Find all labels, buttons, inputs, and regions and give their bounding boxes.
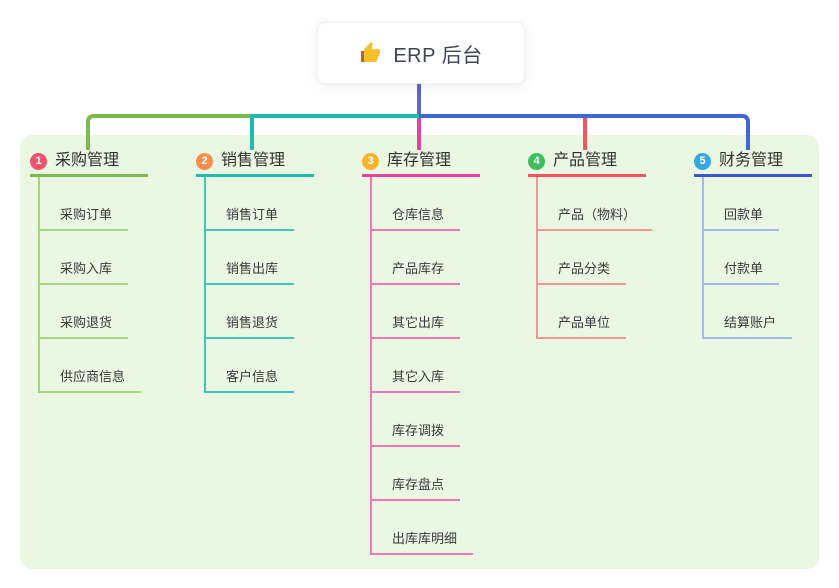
child-label: 其它入库	[372, 369, 461, 393]
child-label: 付款单	[704, 261, 780, 285]
branch-sales: 2 销售管理 销售订单 销售出库 销售退货 客户信息	[196, 150, 314, 393]
child-label: 其它出库	[372, 315, 461, 339]
child-node[interactable]: 库存调拨	[372, 393, 480, 447]
child-label: 采购入库	[40, 261, 129, 285]
child-node[interactable]: 其它入库	[372, 339, 480, 393]
branch-title-inventory[interactable]: 3 库存管理	[362, 150, 480, 177]
branch-purchase: 1 采购管理 采购订单 采购入库 采购退货 供应商信息	[30, 150, 148, 393]
child-label: 库存盘点	[372, 477, 461, 501]
branch-children: 产品（物料） 产品分类 产品单位	[536, 177, 653, 339]
child-node[interactable]: 出库库明细	[372, 501, 480, 555]
root-node[interactable]: ERP 后台	[317, 22, 525, 84]
child-node[interactable]: 结算账户	[704, 285, 812, 339]
child-node[interactable]: 客户信息	[206, 339, 314, 393]
child-label: 产品库存	[372, 261, 461, 285]
child-label: 出库库明细	[372, 531, 474, 555]
branch-number-badge: 5	[694, 152, 711, 170]
child-node[interactable]: 销售退货	[206, 285, 314, 339]
branch-title-finance[interactable]: 5 财务管理	[694, 150, 812, 177]
child-label: 库存调拨	[372, 423, 461, 447]
child-node[interactable]: 采购订单	[40, 177, 148, 231]
branch-title-label: 库存管理	[387, 152, 452, 169]
branch-title-label: 产品管理	[553, 152, 618, 169]
branch-number-badge: 1	[30, 152, 47, 170]
child-label: 仓库信息	[372, 207, 461, 231]
child-node[interactable]: 采购退货	[40, 285, 148, 339]
child-node[interactable]: 回款单	[704, 177, 812, 231]
child-node[interactable]: 仓库信息	[372, 177, 480, 231]
branch-children: 采购订单 采购入库 采购退货 供应商信息	[38, 177, 148, 393]
branches-panel	[20, 135, 819, 569]
child-node[interactable]: 付款单	[704, 231, 812, 285]
branch-inventory: 3 库存管理 仓库信息 产品库存 其它出库 其它入库 库存调拨 库存盘点 出库库…	[362, 150, 480, 555]
child-node[interactable]: 采购入库	[40, 231, 148, 285]
child-label: 回款单	[704, 207, 780, 231]
thumbs-up-icon	[361, 42, 381, 62]
child-label: 产品（物料）	[538, 207, 653, 231]
child-node[interactable]: 产品单位	[538, 285, 652, 339]
child-label: 产品分类	[538, 261, 627, 285]
child-label: 供应商信息	[40, 369, 142, 393]
child-label: 采购退货	[40, 315, 129, 339]
child-node[interactable]: 库存盘点	[372, 447, 480, 501]
branch-title-sales[interactable]: 2 销售管理	[196, 150, 314, 177]
child-label: 客户信息	[206, 369, 295, 393]
branch-children: 销售订单 销售出库 销售退货 客户信息	[204, 177, 314, 393]
branch-title-product[interactable]: 4 产品管理	[528, 150, 646, 177]
root-title: ERP 后台	[393, 44, 483, 67]
branch-product: 4 产品管理 产品（物料） 产品分类 产品单位	[528, 150, 653, 339]
child-node[interactable]: 销售出库	[206, 231, 314, 285]
branch-title-label: 销售管理	[221, 152, 286, 169]
child-label: 产品单位	[538, 315, 627, 339]
child-label: 销售出库	[206, 261, 295, 285]
child-label: 结算账户	[704, 315, 793, 339]
branch-children: 回款单 付款单 结算账户	[702, 177, 812, 339]
branch-number-badge: 2	[196, 152, 213, 170]
child-node[interactable]: 销售订单	[206, 177, 314, 231]
child-node[interactable]: 产品（物料）	[538, 177, 653, 231]
child-node[interactable]: 产品分类	[538, 231, 652, 285]
child-node[interactable]: 其它出库	[372, 285, 480, 339]
branch-finance: 5 财务管理 回款单 付款单 结算账户	[694, 150, 812, 339]
branch-title-label: 财务管理	[719, 152, 784, 169]
child-label: 销售订单	[206, 207, 295, 231]
branch-title-purchase[interactable]: 1 采购管理	[30, 150, 148, 177]
child-node[interactable]: 产品库存	[372, 231, 480, 285]
branch-number-badge: 4	[528, 152, 545, 170]
branch-number-badge: 3	[362, 152, 379, 170]
child-node[interactable]: 供应商信息	[40, 339, 148, 393]
child-label: 采购订单	[40, 207, 129, 231]
child-label: 销售退货	[206, 315, 295, 339]
branch-title-label: 采购管理	[55, 152, 120, 169]
branch-children: 仓库信息 产品库存 其它出库 其它入库 库存调拨 库存盘点 出库库明细	[370, 177, 480, 555]
